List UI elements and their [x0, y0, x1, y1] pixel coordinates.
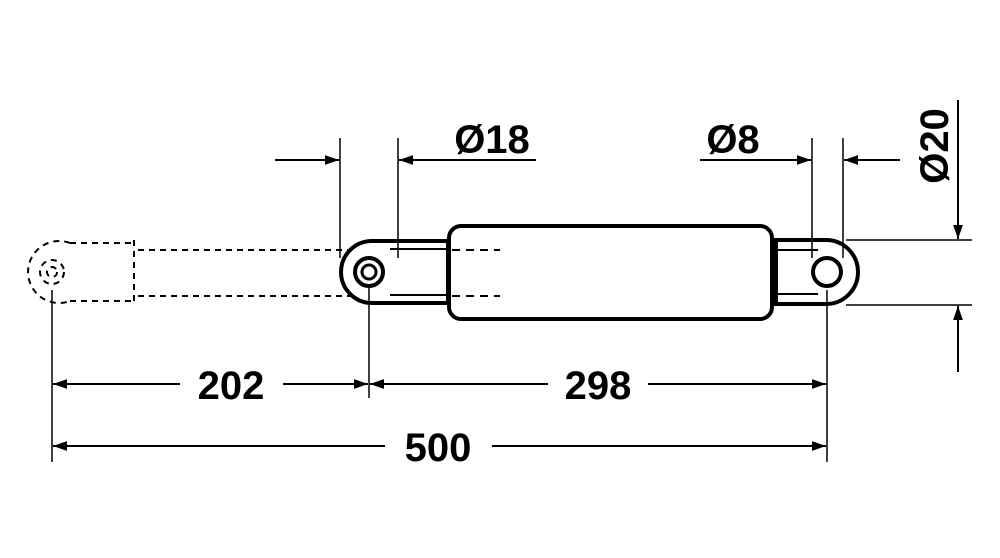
dimension-500-label: 500: [405, 426, 472, 470]
dimension-298-label: 298: [565, 364, 632, 408]
dimension-202-label: 202: [198, 364, 265, 408]
dimension-lines: [53, 100, 963, 451]
piston-rod-hidden-lines: [452, 249, 500, 297]
rod-end-eye-inner-lines: [390, 248, 448, 296]
extension-lines: [51, 138, 972, 462]
cylinder-end-eye: [774, 238, 860, 306]
dimension-d18-label: Ø18: [454, 118, 530, 162]
dimension-d8-label: Ø8: [706, 118, 759, 162]
dimension-d20-label: Ø20: [913, 108, 957, 184]
cylinder-body: [447, 224, 774, 321]
rod-end-eye: [339, 239, 450, 305]
